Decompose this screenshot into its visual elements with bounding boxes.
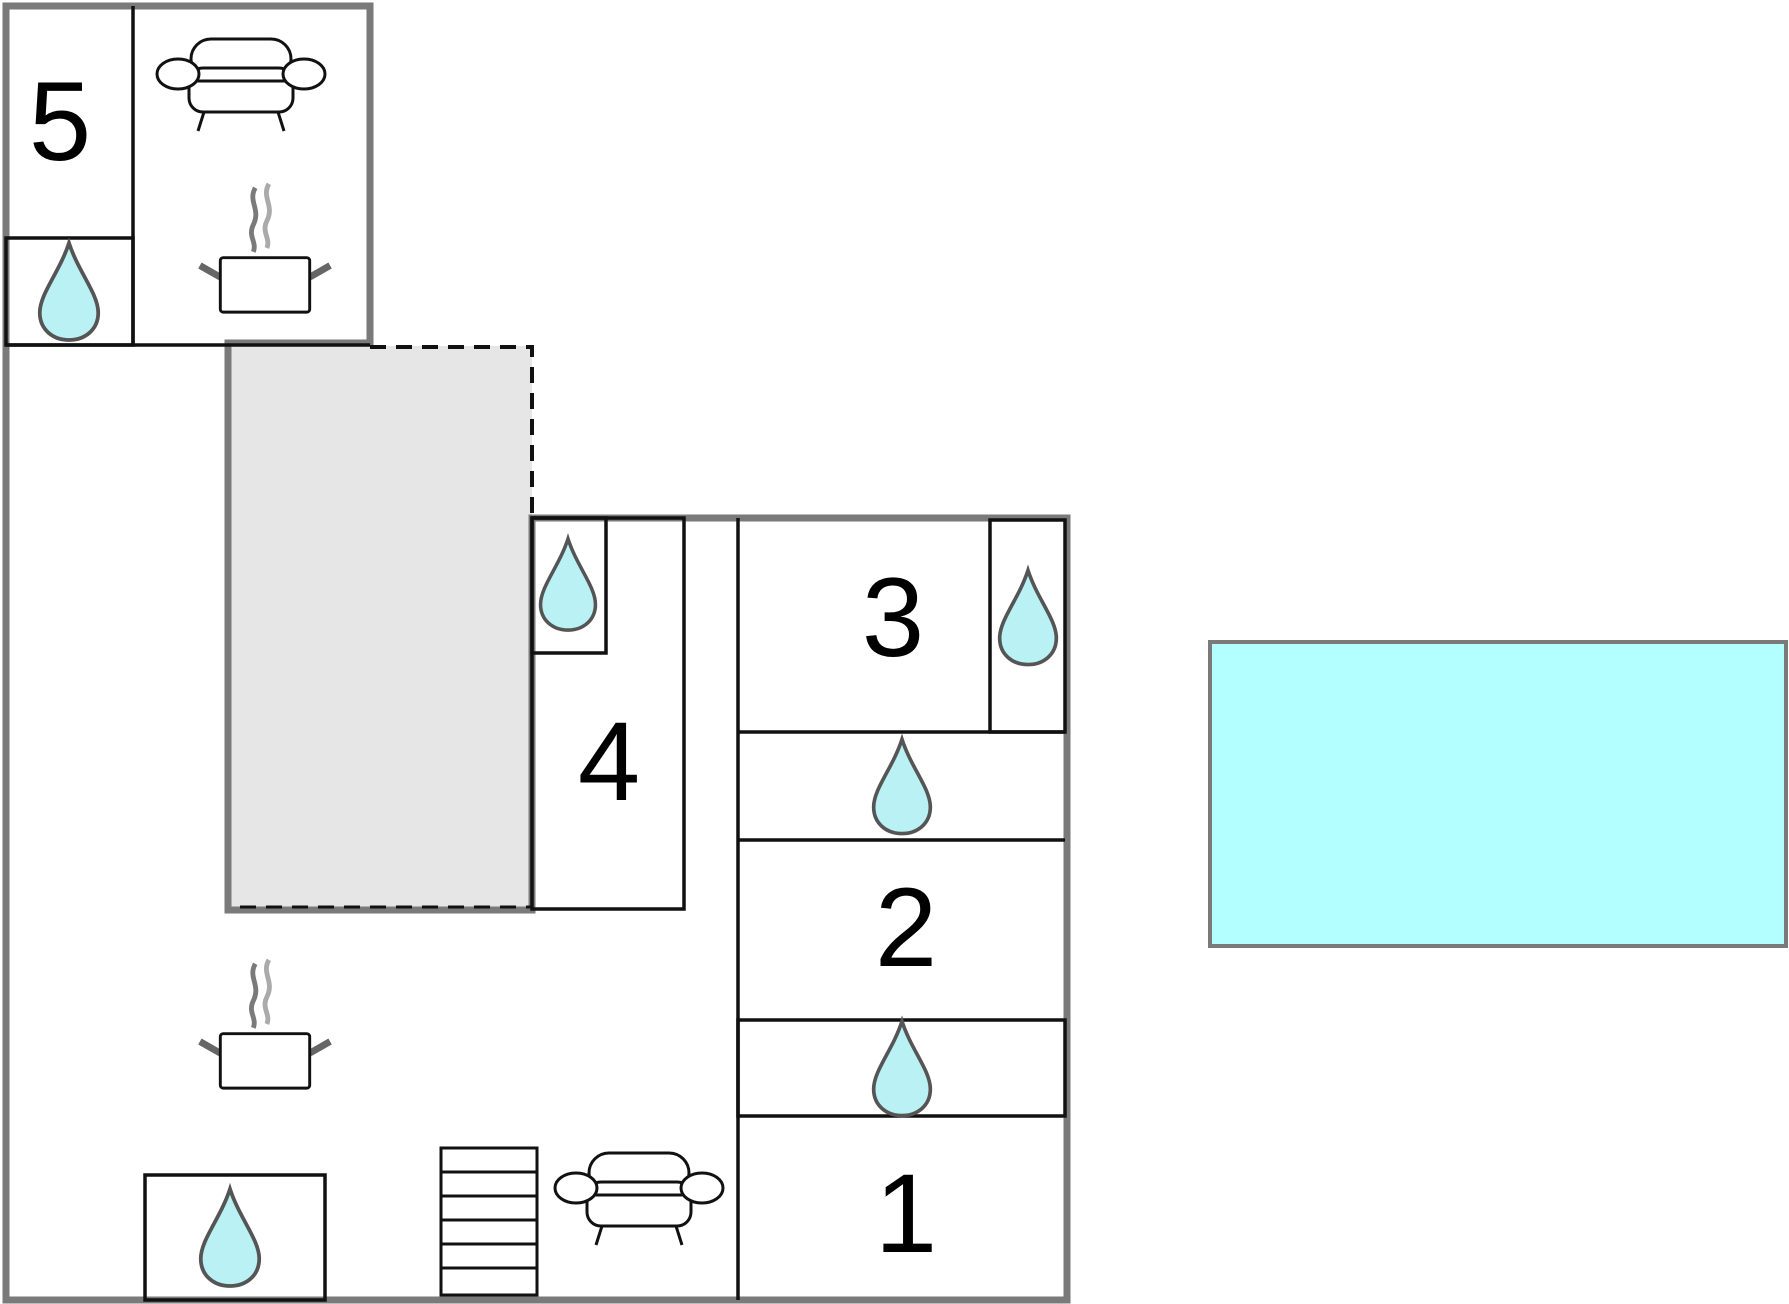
bathroom-3-outline (988, 518, 1067, 734)
water-drop-icon (871, 737, 933, 836)
cooking-pot-icon (200, 184, 330, 312)
water-drop-icon (37, 240, 101, 342)
water-drop-icon (541, 539, 596, 630)
sofa-icon (553, 1151, 725, 1247)
water-drop-icon (201, 1189, 259, 1286)
bathroom-main-outline (143, 1173, 327, 1302)
sofa-icon (155, 37, 327, 133)
stairs-icon (439, 1146, 539, 1297)
terrace-open-edge (370, 345, 534, 518)
bathroom-5-outline (4, 236, 135, 347)
bathroom-4-outline (530, 516, 608, 655)
room-number-1: 1 (875, 1151, 937, 1276)
room-number-3: 3 (862, 555, 924, 680)
room-4-outline (530, 516, 686, 911)
room-number-5: 5 (29, 59, 91, 184)
terrace-area (230, 346, 532, 909)
pool-icon (1208, 640, 1788, 948)
water-drop-icon (1000, 570, 1057, 664)
room-number-2: 2 (875, 865, 937, 990)
room-number-4: 4 (578, 699, 640, 824)
exterior-wall (2, 2, 1071, 1304)
cooking-pot-icon (200, 960, 330, 1088)
water-drop-icon (871, 1019, 933, 1118)
